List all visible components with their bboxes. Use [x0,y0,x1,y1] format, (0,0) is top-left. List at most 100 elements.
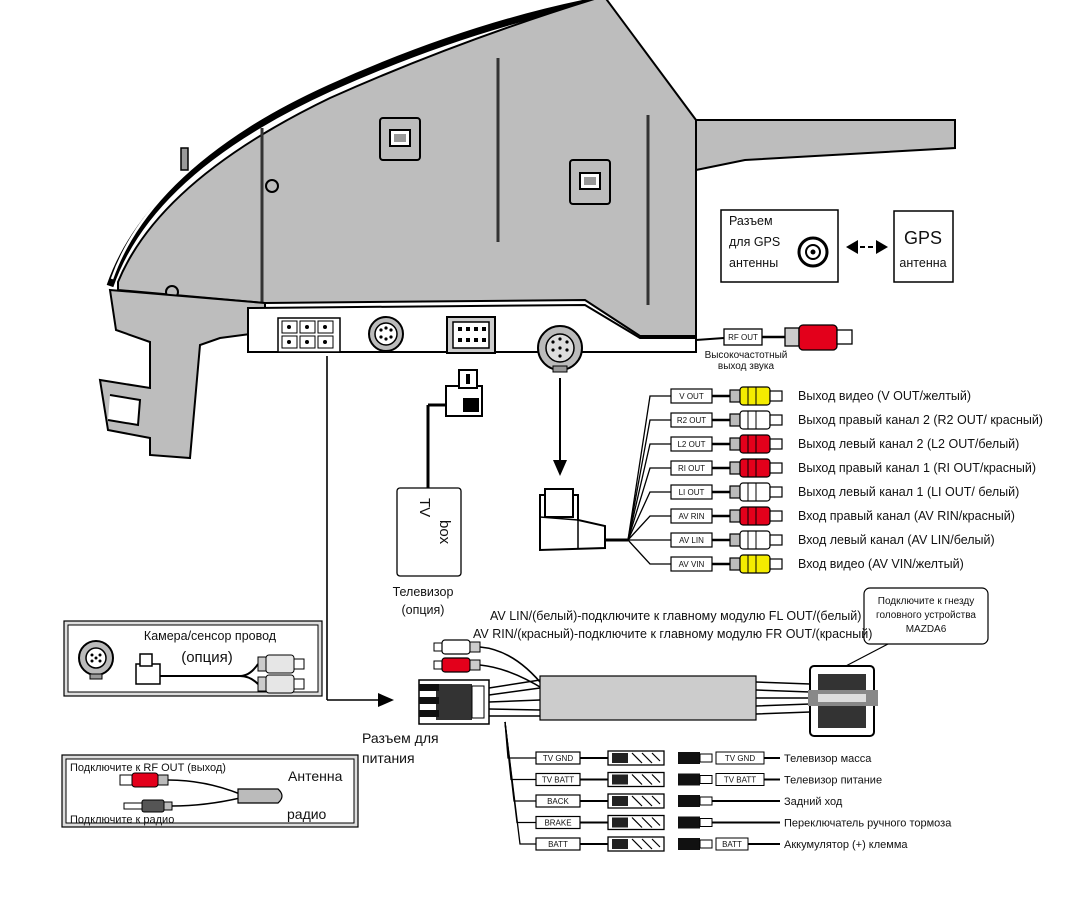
power-label: Задний ход [784,796,843,808]
side-tab [180,147,189,171]
mazda-note-3: MAZDA6 [906,624,947,635]
rca-tag: V OUT [679,392,704,401]
av-note-1: AV LIN/(белый)-подключите к главному мод… [490,609,861,623]
mount-clip-2 [569,159,611,205]
rca-label: Выход левый канал 2 (L2 OUT/белый) [798,437,1019,451]
rca-plug-icon [739,434,771,454]
power-tag: BACK [547,797,569,806]
spade-connector-icon [607,771,665,788]
power-far-tag: BATT [722,840,742,849]
power-label: Переключатель ручного тормоза [784,818,952,830]
av-cable-arrow [553,378,567,476]
rca-label: Выход левый канал 1 (LI OUT/ белый) [798,485,1019,499]
head-unit [98,0,956,460]
power-far-tag: TV BATT [724,776,756,785]
power-label-2: питания [362,750,415,766]
harness-rca-red-icon [433,657,481,673]
antenna-radio-plug-icon [123,799,173,813]
power-label-1: Разъем для [362,730,439,746]
power-connector-icon [418,679,490,725]
mazda-note-2: головного устройства [876,610,976,621]
bezel-outer [106,0,601,288]
tv-box-caption-1: Телевизор [393,585,454,599]
tv-plug-icon [445,369,483,417]
rca-plug-icon [739,458,771,478]
power-fan-wire [504,721,536,781]
antenna-radio-label: Подключите к радио [70,814,174,826]
av-din-socket [537,325,583,373]
male-terminal-icon [678,752,713,764]
spade-connector-icon [607,750,665,766]
gps-antenna-title: GPS [904,228,942,248]
camera-box [63,620,323,697]
gps-antenna-box: GPS антенна [893,210,954,283]
gps-jack-icon [797,236,829,268]
power-lead-arrow [326,356,394,707]
mount-clip-1 [379,117,421,161]
round-din-socket [368,316,404,352]
rca-row-av-vin: AV VIN Вход видео (AV VIN/желтый) [670,554,964,574]
power-row-tv-batt: TV BATT TV BATT Телевизор питание [535,771,882,788]
power-wire-fan [504,721,536,845]
spade-connector-icon [607,793,665,809]
camera-plug-icon [135,653,161,685]
rca-fan-wire [627,539,671,565]
gps-socket-label-1: Разъем [729,214,773,228]
male-terminal-icon [678,838,713,850]
tv-socket [446,316,496,354]
rca-row-av-rin: AV RIN Вход правый канал (AV RIN/красный… [670,506,1015,526]
male-terminal-icon [678,795,713,807]
antenna-rf-plug-icon [119,772,169,788]
power-fan-wire [504,721,536,759]
rf-out-label-1: Высокочастотный [705,350,788,361]
rca-tag: LI OUT [679,488,705,497]
rca-tag: R2 OUT [677,416,706,425]
screw-hole-1 [265,179,279,193]
rca-row-r1-out: RI OUT Выход правый канал 1 (RI OUT/крас… [670,458,1036,478]
rca-label: Вход видео (AV VIN/желтый) [798,557,964,571]
power-tag: TV BATT [542,776,574,785]
tv-box-word-2: box [436,520,453,545]
radio-word: радио [287,806,327,822]
rca-label: Выход видео (V OUT/желтый) [798,389,971,403]
gps-link-arrow-icon [846,240,888,254]
rca-rows: V OUT Выход видео (V OUT/желтый) R2 OUT … [670,386,1043,574]
power-tag: BRAKE [544,819,571,828]
rca-label: Выход правый канал 1 (RI OUT/красный) [798,461,1036,475]
power-far-tag: TV GND [725,754,755,763]
tv-box-icon [396,487,462,577]
av-din-plug-icon [539,488,606,552]
gps-socket-box: Разъем для GPS антенны [720,209,839,283]
power-label: Аккумулятор (+) клемма [784,839,908,851]
mount-bracket [98,288,266,460]
rf-out-tag: RF OUT [728,333,758,342]
rf-out-label-2: выход звука [718,361,775,372]
rca-plug-icon [739,506,771,526]
mazda-connector-icon [808,665,878,737]
harness-rca-pair [433,639,546,691]
rca-label: Выход правый канал 2 (R2 OUT/ красный) [798,413,1043,427]
power-row-brake: BRAKE Переключатель ручного тормоза [535,814,952,831]
antenna-word: Антенна [288,768,343,784]
camera-din-icon [78,640,114,680]
power-fan-wire [504,721,536,845]
rca-label: Вход левый канал (AV LIN/белый) [798,533,995,547]
power-row-tv-gnd: TV GND TV GND Телевизор масса [535,750,872,766]
rca-fan-wire [627,395,671,541]
rca-tag: L2 OUT [677,440,705,449]
camera-rca-icon [257,654,305,694]
rca-wire-fan [627,395,671,565]
rca-fan-wire [627,515,671,541]
rca-plug-icon [739,410,771,430]
power-row-back: BACK Задний ход [535,793,843,809]
rca-tag: AV RIN [678,512,704,521]
power-rows: TV GND TV GND Телевизор масса TV BATT TV… [535,750,952,852]
rca-label: Вход правый канал (AV RIN/красный) [798,509,1015,523]
camera-label-1: Камера/сенсор провод [144,629,277,643]
antenna-rf-label: Подключите к RF OUT (выход) [70,762,226,774]
rf-out-plug-icon [784,324,853,351]
rca-plug-icon [739,482,771,502]
male-terminal-icon [678,773,713,786]
